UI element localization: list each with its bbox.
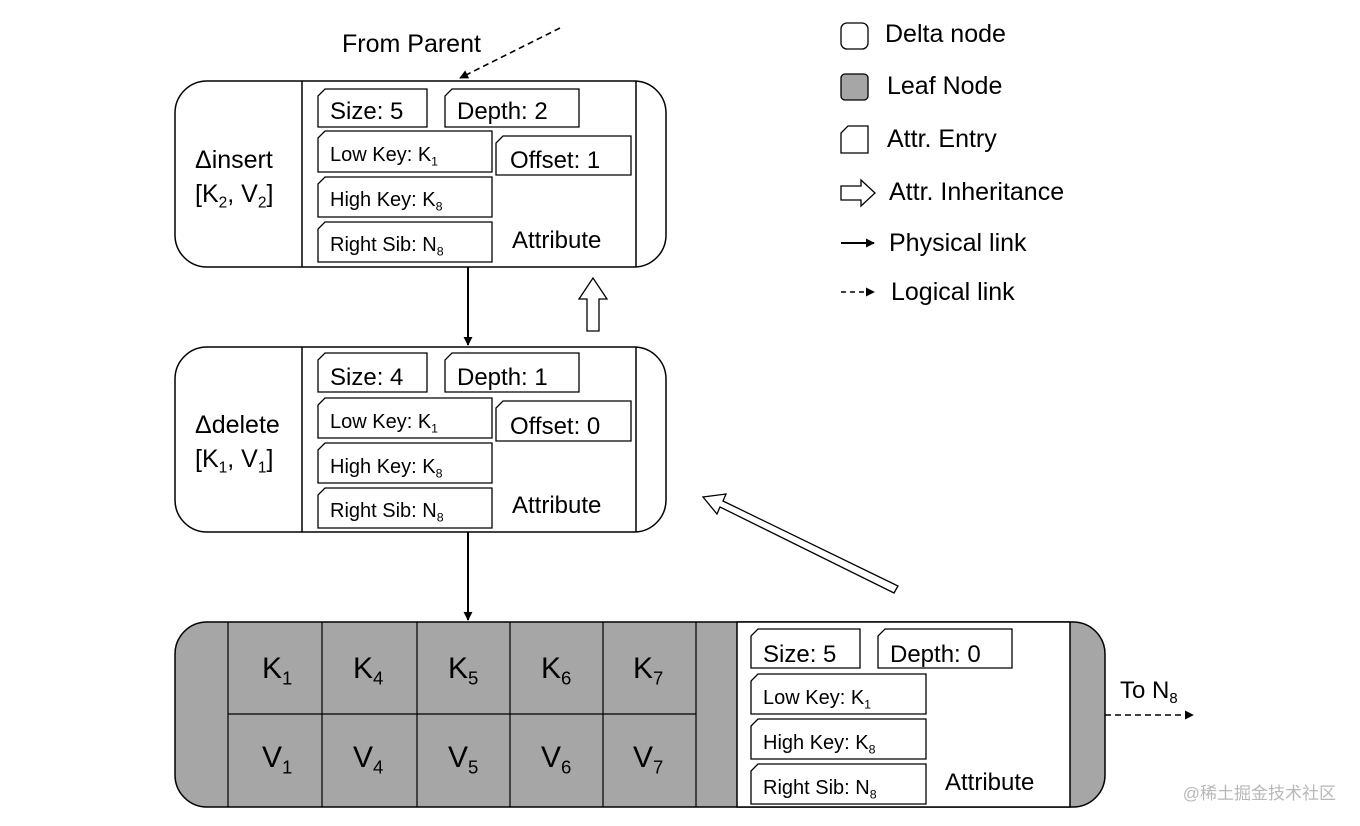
- leaf-key-cell: K6: [541, 652, 572, 689]
- leaf-size-entry: [750, 628, 861, 669]
- leaf-lowkey-label: Low Key: K1: [763, 687, 872, 712]
- attr-inheritance-icon: [840, 178, 876, 208]
- leaf-size-label: Size: 5: [763, 641, 837, 668]
- insert-highkey-entry: [317, 176, 493, 218]
- insert-rightsib-entry: [317, 221, 493, 263]
- from-parent-label: From Parent: [342, 30, 481, 58]
- delete-delta-node: [174, 346, 667, 533]
- leaf-highkey-entry: [750, 718, 927, 760]
- delete-size-label: Size: 4: [330, 364, 404, 391]
- insert-depth-label: Depth: 2: [457, 98, 548, 125]
- leaf-value-cell: V4: [353, 741, 384, 778]
- insert-offset-label: Offset: 1: [510, 147, 601, 174]
- leaf-attr-entries: [750, 628, 1013, 805]
- legend-label-attr-entry: Attr. Entry: [887, 125, 997, 153]
- delete-attribute-label: Attribute: [512, 492, 602, 519]
- leaf-value-cell: V1: [262, 741, 293, 778]
- insert-lowkey-entry: [317, 130, 493, 173]
- delete-highkey-label: High Key: K8: [330, 456, 443, 481]
- delete-depth-label: Depth: 1: [457, 364, 548, 391]
- legend-label-physical-link: Physical link: [889, 229, 1027, 257]
- attr-inheritance-arrow-up: [577, 276, 609, 332]
- leaf-depth-label: Depth: 0: [890, 641, 981, 668]
- to-n8-label: To N8: [1120, 677, 1178, 708]
- insert-lowkey-label: Low Key: K1: [330, 144, 439, 169]
- delete-node-name: Δdelete: [195, 411, 280, 439]
- leaf-key-cell: K5: [448, 652, 479, 689]
- leaf-depth-entry: [877, 628, 1013, 669]
- delete-node-kv: [K1, V1]: [195, 445, 274, 477]
- insert-size-entry: [317, 88, 428, 128]
- legend-label-logical-link: Logical link: [891, 278, 1015, 306]
- watermark: @稀土掘金技术社区: [1182, 784, 1336, 803]
- insert-node-kv: [K2, V2]: [195, 180, 274, 212]
- delete-lowkey-label: Low Key: K1: [330, 411, 439, 436]
- delta-node-icon: [840, 22, 869, 50]
- delete-attr-entries: [317, 352, 632, 529]
- legend-label-leaf-node: Leaf Node: [887, 72, 1003, 100]
- leaf-key-cell: K7: [633, 652, 664, 689]
- attr-entry-icon: [840, 125, 869, 154]
- delete-size-entry: [317, 352, 428, 393]
- insert-node-name: Δinsert: [195, 146, 273, 174]
- leaf-rightsib-label: Right Sib: N8: [763, 777, 877, 802]
- leaf-key-cell: K4: [353, 652, 384, 689]
- insert-offset-entry: [495, 135, 632, 176]
- leaf-value-cell: V7: [633, 741, 664, 778]
- delete-lowkey-entry: [317, 397, 493, 439]
- leaf-key-cell: K1: [262, 652, 293, 689]
- leaf-rightsib-entry: [750, 763, 927, 805]
- insert-size-label: Size: 5: [330, 98, 404, 125]
- insert-depth-entry: [444, 88, 580, 128]
- leaf-highkey-label: High Key: K8: [763, 732, 876, 757]
- legend-label-delta-node: Delta node: [885, 20, 1006, 48]
- leaf-lowkey-entry: [750, 673, 927, 715]
- delete-depth-entry: [444, 352, 580, 393]
- delete-highkey-entry: [317, 442, 493, 484]
- leaf-value-cell: V6: [541, 741, 572, 778]
- delete-offset-entry: [495, 400, 632, 442]
- insert-highkey-label: High Key: K8: [330, 189, 443, 214]
- delete-offset-label: Offset: 0: [510, 413, 601, 440]
- leaf-value-cell: V5: [448, 741, 479, 778]
- insert-rightsib-label: Right Sib: N8: [330, 234, 444, 259]
- delete-rightsib-entry: [317, 487, 493, 529]
- logical-link-from-parent: [459, 27, 561, 79]
- insert-attr-entries: [317, 88, 632, 263]
- leaf-attribute-label: Attribute: [945, 769, 1035, 796]
- legend-label-attr-inheritance: Attr. Inheritance: [889, 178, 1065, 206]
- insert-attribute-label: Attribute: [512, 227, 602, 254]
- delete-rightsib-label: Right Sib: N8: [330, 500, 444, 525]
- attr-inheritance-arrow-diagonal: [701, 493, 899, 594]
- leaf-node-icon: [840, 73, 869, 101]
